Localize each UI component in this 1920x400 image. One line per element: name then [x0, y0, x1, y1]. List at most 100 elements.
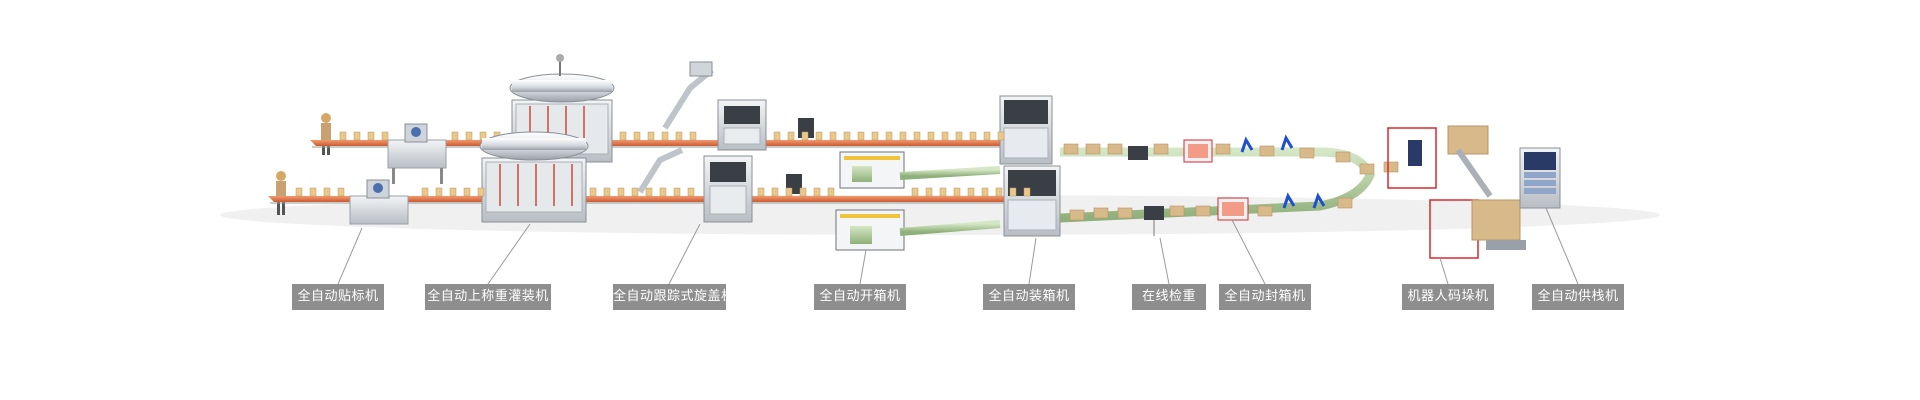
capper-lower	[637, 147, 753, 223]
leader-line	[668, 223, 701, 285]
bottle	[843, 131, 851, 141]
bottle	[687, 187, 695, 197]
carton	[1337, 197, 1353, 209]
robot-arms	[1240, 134, 1326, 209]
carton	[1117, 207, 1133, 219]
operator-upper	[321, 113, 331, 155]
bottle	[617, 187, 625, 197]
label-checkweigher: 在线检重	[1132, 284, 1206, 310]
bottle	[323, 187, 331, 197]
bottle	[813, 187, 821, 197]
label-case-sealer: 全自动封箱机	[1219, 284, 1311, 310]
bottle	[589, 187, 597, 197]
bottles-upper	[339, 131, 1005, 141]
carton	[1259, 145, 1275, 157]
carton	[1299, 147, 1315, 159]
filler-upper	[509, 54, 615, 163]
carton	[1169, 205, 1185, 217]
capper-upper	[662, 61, 767, 151]
label-capping: 全自动跟踪式旋盖机	[613, 284, 734, 310]
operator-lower	[276, 171, 286, 215]
bottle	[463, 187, 471, 197]
bottle	[1023, 187, 1031, 197]
bottle	[913, 131, 921, 141]
bottles-lower	[295, 187, 1031, 197]
carton	[1383, 161, 1399, 173]
bottle	[309, 187, 317, 197]
bottle	[885, 131, 893, 141]
bottle	[421, 187, 429, 197]
lower-bottle-line	[268, 131, 1061, 251]
bottle	[983, 131, 991, 141]
leader-line	[337, 227, 363, 285]
carton	[1359, 163, 1375, 175]
label-case-erector: 全自动开箱机	[814, 284, 906, 310]
carton	[1257, 205, 1273, 217]
bottle	[435, 187, 443, 197]
carton	[1069, 209, 1085, 221]
bottle	[829, 131, 837, 141]
leader-line	[1231, 219, 1266, 285]
bottle	[941, 131, 949, 141]
labeler-lower	[349, 179, 409, 225]
bottle	[381, 131, 389, 141]
bottle	[787, 131, 795, 141]
filler-lower	[479, 131, 589, 223]
leader-line	[1439, 257, 1449, 285]
labeler-upper	[387, 123, 447, 184]
leader-line	[859, 249, 867, 285]
bottle	[603, 187, 611, 197]
bottle	[661, 131, 669, 141]
leader-line	[1028, 237, 1037, 285]
bottle	[1009, 187, 1017, 197]
leader-line	[1159, 237, 1170, 285]
palletizer-cell	[1387, 125, 1526, 259]
bottle	[659, 187, 667, 197]
lower-conveyor	[268, 196, 1046, 202]
bottle	[967, 187, 975, 197]
callout-leader-lines	[337, 207, 1579, 285]
carton	[1107, 143, 1123, 155]
bottle	[785, 187, 793, 197]
bottle	[353, 131, 361, 141]
upper-bottle-line	[310, 54, 1053, 184]
bottle	[857, 131, 865, 141]
label-case-packer: 全自动装箱机	[983, 284, 1075, 310]
bottle	[925, 187, 933, 197]
carton-conveyor-loop	[899, 143, 1420, 236]
bottle	[337, 187, 345, 197]
bottle	[673, 187, 681, 197]
bottle	[451, 131, 459, 141]
bottle	[619, 131, 627, 141]
bottle	[449, 187, 457, 197]
bottle	[801, 131, 809, 141]
bottle	[771, 187, 779, 197]
pallet-dispenser	[1519, 147, 1561, 209]
label-filling: 全自动上称重灌装机	[425, 284, 551, 310]
carton	[1195, 205, 1211, 217]
bottle	[773, 131, 781, 141]
bottle	[981, 187, 989, 197]
case-packer-upper	[999, 95, 1053, 165]
bottle	[633, 131, 641, 141]
bottle	[295, 187, 303, 197]
leader-line	[487, 223, 531, 285]
bottle	[911, 187, 919, 197]
bottle	[997, 131, 1005, 141]
carton	[1085, 143, 1101, 155]
carton	[1093, 207, 1109, 219]
bottle	[339, 131, 347, 141]
bottle	[927, 131, 935, 141]
case-packer-lower	[1003, 165, 1061, 237]
bottle	[955, 131, 963, 141]
case-sealer-upper	[1183, 139, 1213, 163]
bottle	[939, 187, 947, 197]
carton	[1153, 143, 1169, 155]
checkweigher	[1128, 146, 1164, 236]
bottle	[799, 187, 807, 197]
bottle	[827, 187, 835, 197]
case-sealer-lower	[1217, 197, 1249, 221]
label-pallet-dispenser: 全自动供栈机	[1532, 284, 1624, 310]
